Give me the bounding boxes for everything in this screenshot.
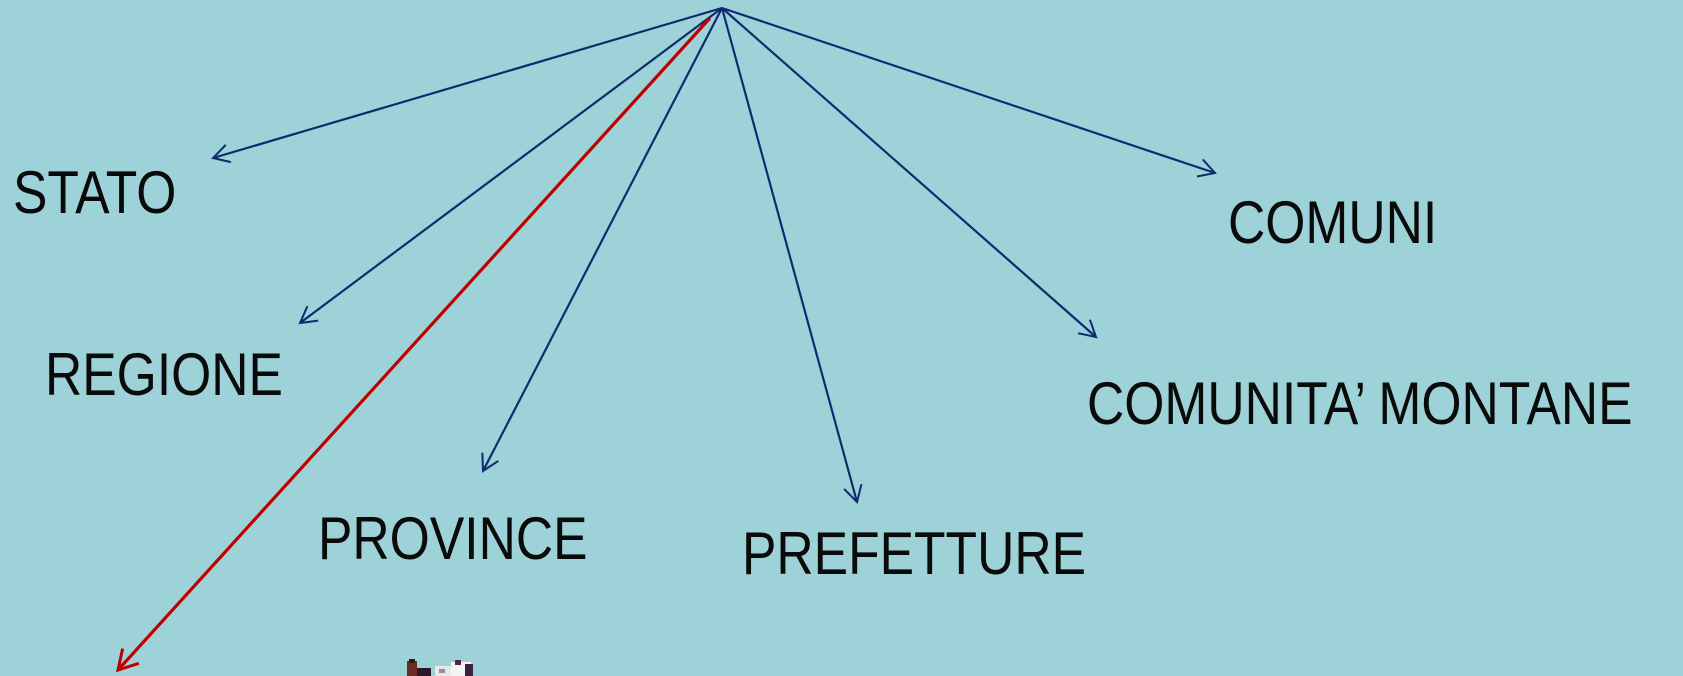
node-comunita-montane: COMUNITA’ MONTANE	[1087, 370, 1633, 437]
node-stato: STATO	[13, 159, 177, 226]
arrow-to-province	[481, 7, 723, 473]
arrow-to-comuni	[721, 6, 1217, 178]
node-prefetture: PREFETTURE	[742, 520, 1087, 587]
clipart-thumbnail	[405, 658, 517, 676]
arrow-to-stato	[211, 6, 723, 164]
node-comuni: COMUNI	[1228, 189, 1438, 256]
highlighted-arrow	[115, 16, 712, 673]
node-province: PROVINCE	[318, 505, 588, 572]
arrow-to-prefetture	[720, 7, 863, 504]
node-regione: REGIONE	[45, 341, 283, 408]
arrow-to-regione	[298, 7, 723, 325]
arrow-to-comunita-montane	[721, 7, 1098, 339]
